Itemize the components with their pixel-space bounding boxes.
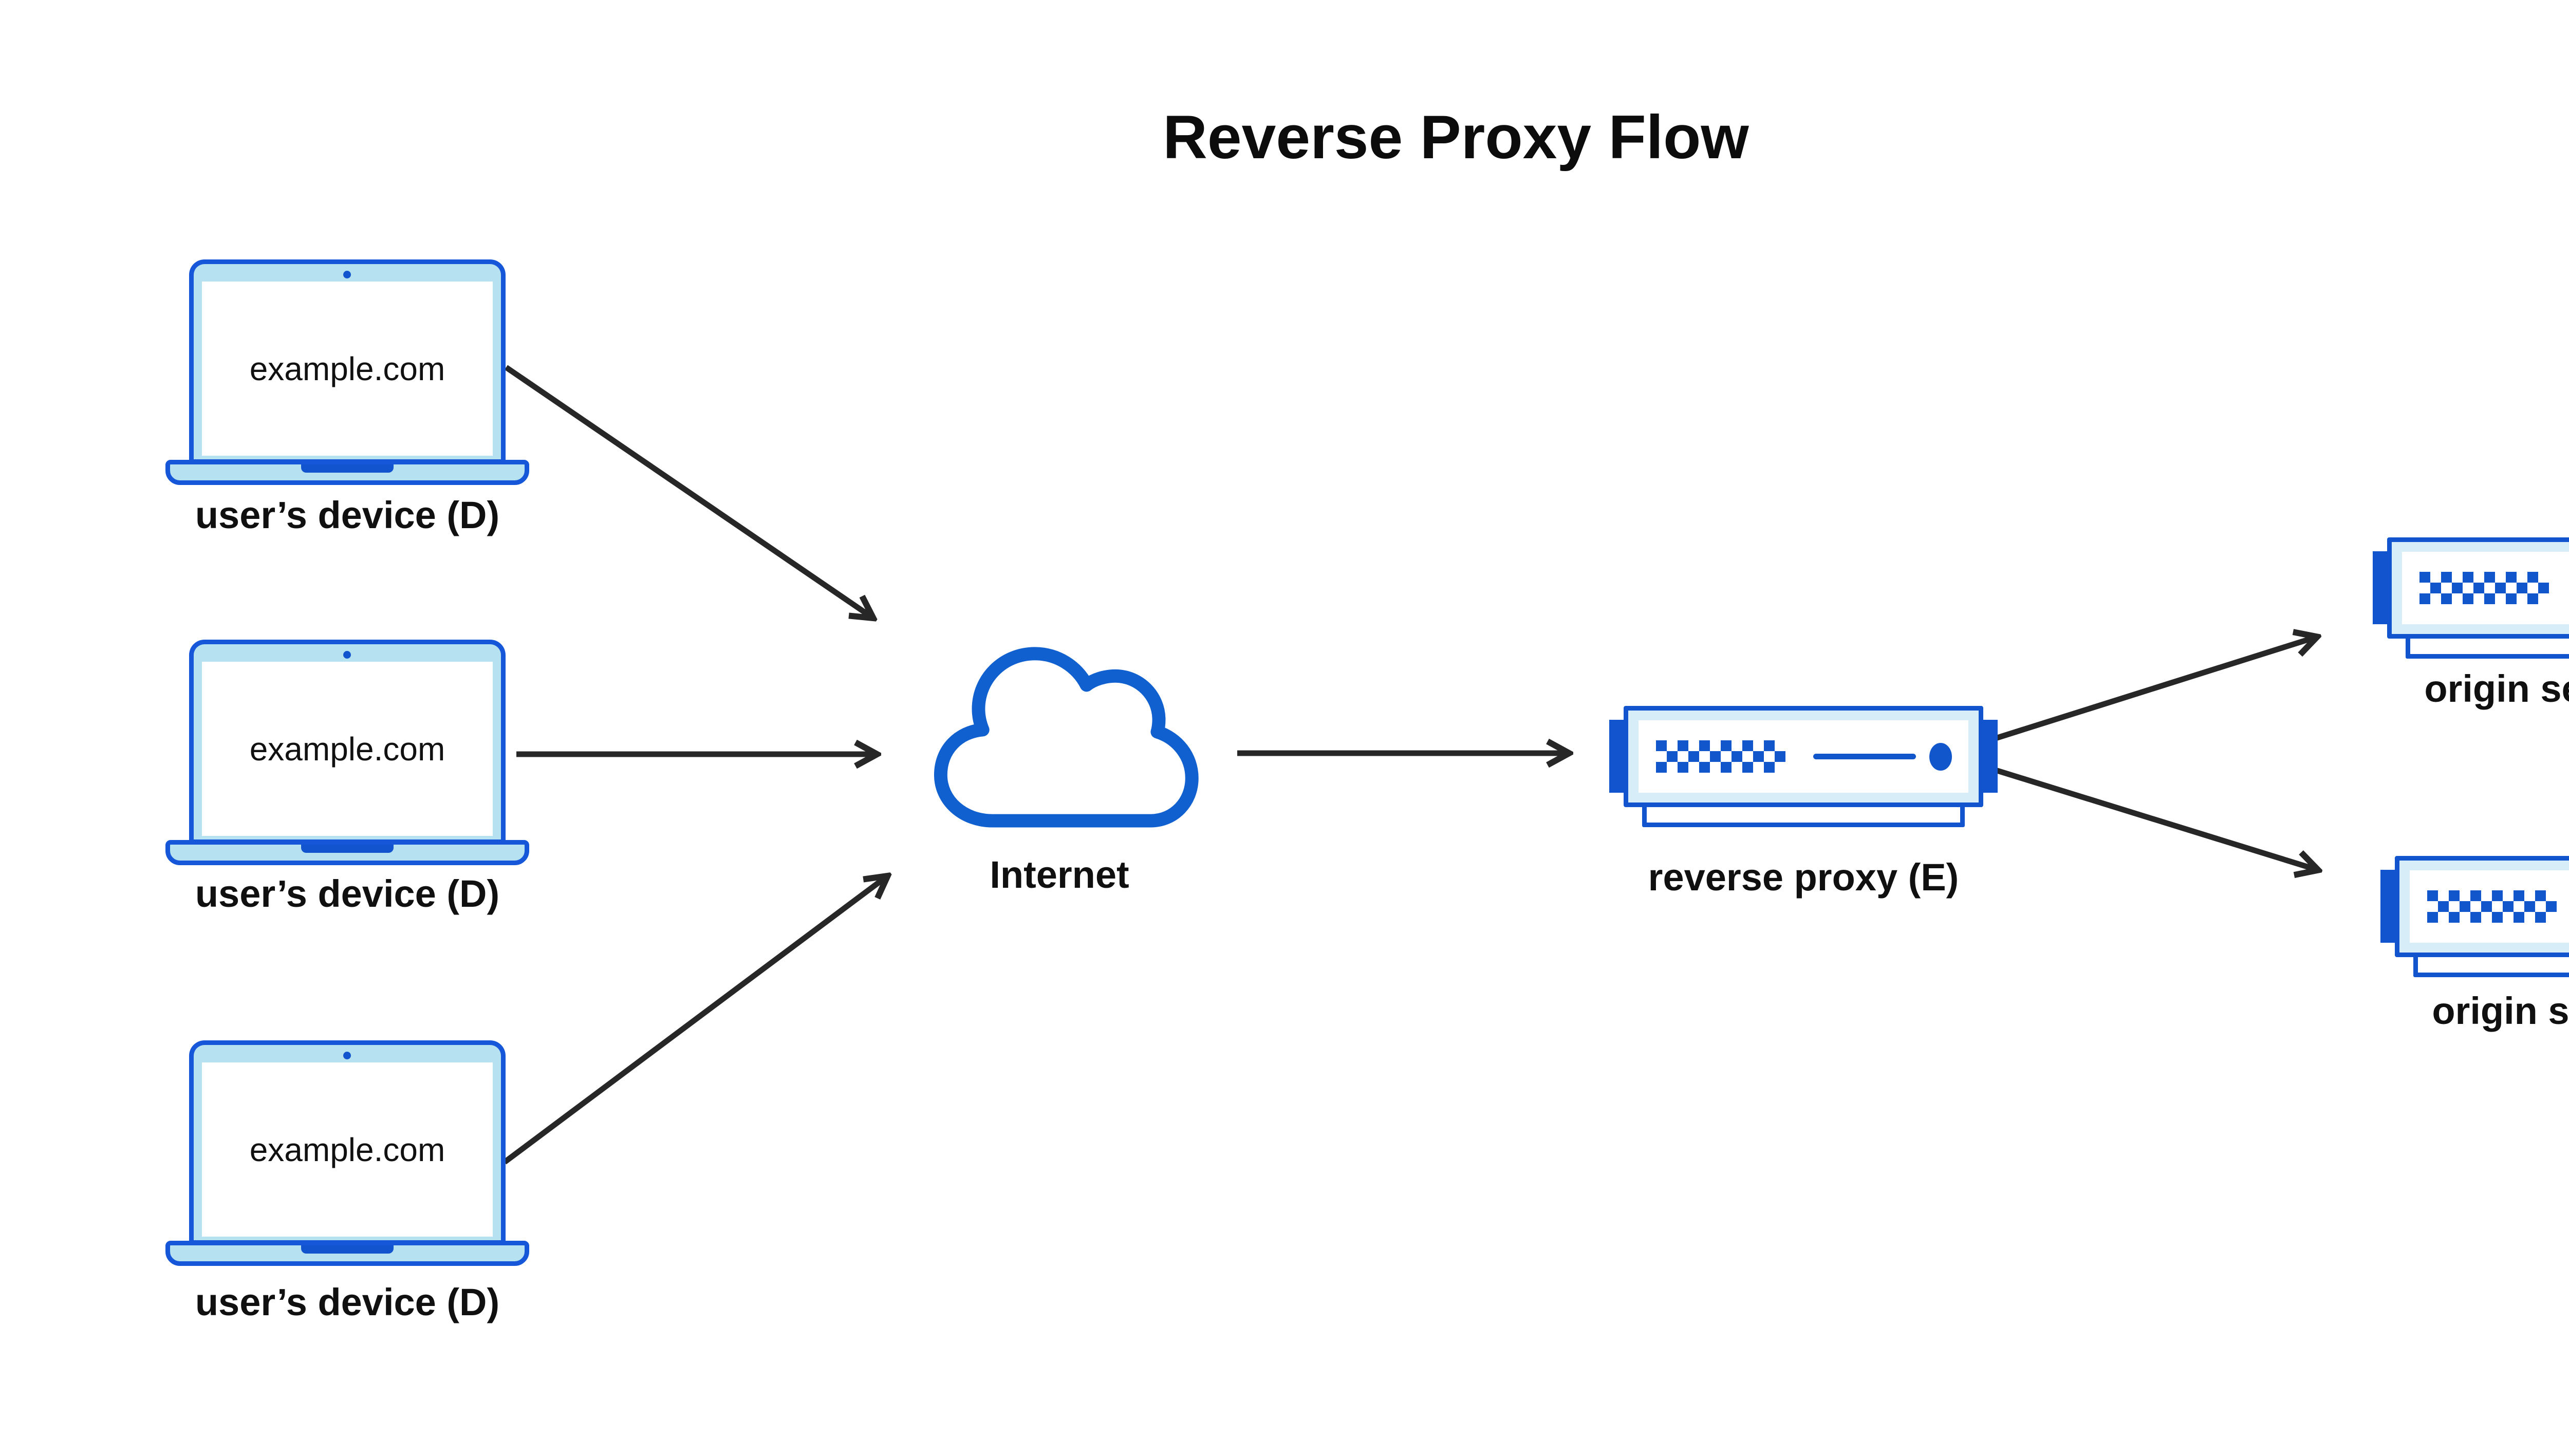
server-front-panel xyxy=(1639,720,1968,793)
laptop-hinge-notch xyxy=(301,1245,394,1254)
page-title: Reverse Proxy Flow xyxy=(1163,103,1749,172)
arrow-proxy-to-origin2 xyxy=(1995,767,2317,870)
server-vents-pattern-icon xyxy=(2427,890,2557,923)
browser-url-text: example.com xyxy=(249,1131,445,1168)
laptop-screen-frame: example.com xyxy=(189,640,506,844)
user-device-3: example.com xyxy=(165,1040,529,1266)
reverse-proxy-label: reverse proxy (E) xyxy=(1648,856,1959,899)
server-slot-line-icon xyxy=(1813,754,1916,759)
user-device-2: example.com xyxy=(165,640,529,865)
arrow-proxy-to-origin1 xyxy=(1995,637,2316,741)
internet-label: Internet xyxy=(990,853,1129,896)
server-front-panel xyxy=(2410,870,2569,943)
device-2-label: user’s device (D) xyxy=(195,872,500,915)
laptop-hinge-notch xyxy=(301,464,394,473)
server-front-panel-frame xyxy=(2387,537,2569,639)
origin-server-2 xyxy=(2380,856,2569,979)
device-3-label: user’s device (D) xyxy=(195,1281,500,1323)
laptop-screen-frame: example.com xyxy=(189,1040,506,1245)
reverse-proxy-server xyxy=(1609,706,1998,829)
server-power-dot-icon xyxy=(1929,742,1952,771)
cloud-icon xyxy=(934,647,1199,828)
arrow-device3-to-internet xyxy=(502,876,887,1165)
laptop-screen-frame: example.com xyxy=(189,259,506,464)
laptop-screen: example.com xyxy=(202,662,493,836)
webcam-dot-icon xyxy=(343,1052,351,1059)
webcam-dot-icon xyxy=(343,651,351,659)
device-1-label: user’s device (D) xyxy=(195,494,500,536)
laptop-screen: example.com xyxy=(202,1062,493,1237)
server-front-panel-frame xyxy=(1624,706,1983,807)
origin-server-2-label: origin server (F) xyxy=(2432,990,2569,1032)
laptop-hinge-notch xyxy=(301,845,394,853)
laptop-screen: example.com xyxy=(202,282,493,456)
origin-server-1-label: origin server (F) xyxy=(2424,667,2569,710)
user-device-1: example.com xyxy=(165,259,529,485)
browser-url-text: example.com xyxy=(249,350,445,387)
server-vents-pattern-icon xyxy=(1656,740,1785,773)
webcam-dot-icon xyxy=(343,271,351,278)
server-front-panel-frame xyxy=(2395,856,2569,957)
arrow-device1-to-internet xyxy=(504,365,872,618)
origin-server-1 xyxy=(2373,537,2569,661)
browser-url-text: example.com xyxy=(249,730,445,768)
server-front-panel xyxy=(2402,552,2569,624)
laptop-base xyxy=(165,840,529,865)
server-vents-pattern-icon xyxy=(2419,572,2549,604)
